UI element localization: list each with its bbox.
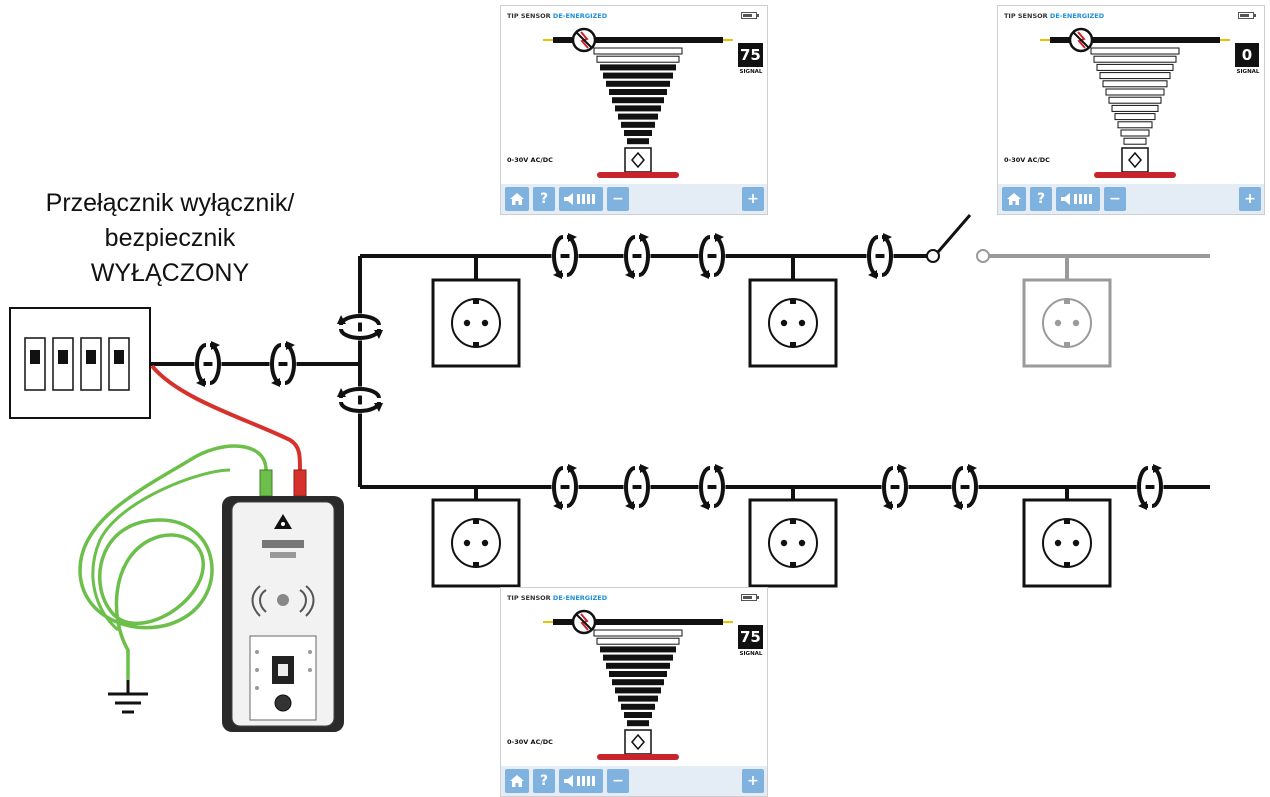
- outlet-icon: [431, 498, 521, 588]
- help-button[interactable]: ?: [533, 187, 555, 211]
- signal-ring-icon: [336, 313, 384, 341]
- signal-ring-icon: [623, 463, 651, 511]
- signal-value: 0: [1235, 43, 1259, 67]
- speaker-icon: [251, 585, 315, 617]
- voltage-range-label: 0-30V AC/DC: [1004, 156, 1050, 164]
- sensor-state: DE-ENERGIZED: [552, 12, 608, 20]
- signal-label: SIGNAL: [739, 69, 763, 75]
- screen-header: TIP SENSOR DE-ENERGIZED: [1004, 12, 1104, 20]
- home-icon: [510, 193, 524, 205]
- volume-button[interactable]: [559, 187, 603, 211]
- signal-label: SIGNAL: [739, 651, 763, 657]
- signal-value: 75: [738, 625, 763, 649]
- plus-button[interactable]: +: [1239, 187, 1261, 211]
- signal-ring-icon: [866, 232, 894, 280]
- voltage-range-label: 0-30V AC/DC: [507, 156, 553, 164]
- home-button[interactable]: [505, 769, 529, 793]
- outlet-icon: [1022, 278, 1112, 368]
- plus-button[interactable]: +: [742, 769, 764, 793]
- voltage-range-label: 0-30V AC/DC: [507, 738, 553, 746]
- signal-label: SIGNAL: [1236, 69, 1260, 75]
- speaker-icon: [1061, 193, 1092, 205]
- minus-button[interactable]: −: [1104, 187, 1126, 211]
- green-test-lead: [78, 444, 273, 680]
- breaker-switch: [80, 337, 102, 391]
- signal-ring-icon: [1136, 463, 1164, 511]
- minus-button[interactable]: −: [607, 769, 629, 793]
- home-button[interactable]: [505, 187, 529, 211]
- signal-ring-icon: [881, 463, 909, 511]
- plus-button[interactable]: +: [742, 187, 764, 211]
- help-button[interactable]: ?: [1030, 187, 1052, 211]
- sensor-state: DE-ENERGIZED: [1049, 12, 1105, 20]
- screen-header: TIP SENSOR DE-ENERGIZED: [507, 12, 607, 20]
- no-voltage-icon: [1068, 27, 1094, 53]
- caption-line: WYŁĄCZONY: [90, 259, 250, 287]
- home-icon: [1007, 193, 1021, 205]
- breaker-switch: [52, 337, 74, 391]
- signal-cone-graphic: [543, 27, 733, 178]
- screen-header: TIP SENSOR DE-ENERGIZED: [507, 594, 607, 602]
- home-button[interactable]: [1002, 187, 1026, 211]
- speaker-icon: [564, 193, 595, 205]
- volume-button[interactable]: [1056, 187, 1100, 211]
- signal-ring-icon: [698, 463, 726, 511]
- help-button[interactable]: ?: [533, 769, 555, 793]
- breaker-switch: [108, 337, 130, 391]
- signal-ring-icon: [551, 463, 579, 511]
- battery-icon: [1238, 12, 1256, 19]
- outlet-icon: [1022, 498, 1112, 588]
- battery-icon: [741, 594, 759, 601]
- home-icon: [510, 775, 524, 787]
- signal-value: 75: [738, 43, 763, 67]
- sensor-label: TIP SENSOR: [507, 594, 553, 602]
- outlet-icon: [748, 498, 838, 588]
- sensor-label: TIP SENSOR: [507, 12, 553, 20]
- signal-ring-icon: [698, 232, 726, 280]
- no-voltage-icon: [571, 27, 597, 53]
- de-energized-wire: [988, 254, 1210, 280]
- caption-line: Przełącznik wyłącznik/: [45, 189, 295, 217]
- speaker-icon: [564, 775, 595, 787]
- volume-button[interactable]: [559, 769, 603, 793]
- breaker-box: [9, 307, 151, 419]
- signal-cone-graphic: [543, 609, 733, 760]
- signal-ring-icon: [336, 386, 384, 414]
- signal-ring-icon: [194, 340, 222, 388]
- sensor-state: DE-ENERGIZED: [552, 594, 608, 602]
- breaker-switch: [24, 337, 46, 391]
- switch-icon: [926, 214, 990, 263]
- signal-ring-icon: [269, 340, 297, 388]
- signal-ring-icon: [623, 232, 651, 280]
- minus-button[interactable]: −: [607, 187, 629, 211]
- signal-ring-icon: [951, 463, 979, 511]
- signal-ring-icon: [551, 232, 579, 280]
- caption-line: bezpiecznik: [104, 224, 236, 252]
- outlet-icon: [748, 278, 838, 368]
- ground-icon: [108, 680, 148, 714]
- outlet-icon: [431, 278, 521, 368]
- tester-device: [222, 496, 344, 732]
- breaker-caption: Przełącznik wyłącznik/ bezpiecznik WYŁĄC…: [0, 186, 340, 291]
- no-voltage-icon: [571, 609, 597, 635]
- battery-icon: [741, 12, 759, 19]
- signal-cone-graphic: [1040, 27, 1230, 178]
- sensor-label: TIP SENSOR: [1004, 12, 1050, 20]
